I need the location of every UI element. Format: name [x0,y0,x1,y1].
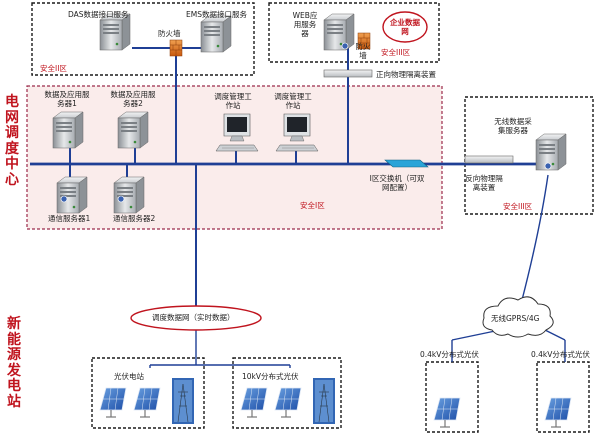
pv-04kv-2-label: 0.4kV分布式光伏 [531,350,590,359]
zone-pv-04kv-2 [536,361,590,433]
forward-isolation-device-icon [323,69,373,78]
forward-isolation-label: 正向物理隔离装置 [376,70,436,79]
comm-server1-label: 通信服务器1 [48,214,91,223]
web-server-label: WEB应用服务器 [292,11,318,38]
zone1-label: 安全I区 [300,201,325,210]
zone3-right-label: 安全III区 [503,202,533,211]
firewall-icon [169,39,183,57]
app-server1-icon [52,111,84,149]
app-server2-label: 数据及应用服务器2 [110,90,156,108]
comm1-network-icon [60,195,68,203]
pv-04kv-1-label: 0.4kV分布式光伏 [420,350,479,359]
workstation1-label: 调度管理工作站 [214,92,252,110]
zone-pv-04kv-1 [425,361,479,433]
comm-server2-label: 通信服务器2 [113,214,156,223]
pv-tower-1-icon [171,377,195,425]
switch-label: I区交换机（可双网配置） [369,174,425,192]
comm-server1-icon [56,176,88,214]
zone3-top-label: 安全III区 [381,48,411,57]
zone-security-1 [26,85,443,230]
pv-tower-2-icon [312,377,336,425]
zone2-top-label: 安全II区 [40,64,67,73]
wireless-cloud-icon [482,296,554,338]
das-label: DAS数据接口服务 [68,10,129,19]
ems-label: EMS数据接口服务 [186,10,247,19]
new-energy-station-label: 新能源发电站 [7,316,21,410]
wireless-network-icon [544,162,552,170]
das-server-icon [99,13,131,51]
comm2-network-icon [117,195,125,203]
network-lines [30,40,566,368]
enterprise-net-label: 企业数据网 [390,18,420,36]
reverse-isolation-device-icon [464,155,514,164]
pv-10kv-label: 10kV分布式光伏 [242,372,299,381]
web-server-icon [323,13,355,51]
wireless-net-label: 无线GPRS/4G [491,314,540,323]
reverse-isolation-label: 反向物理隔离装置 [465,174,503,192]
app-server1-label: 数据及应用服务器1 [44,90,90,108]
firewall-label: 防火墙 [158,29,181,38]
comm-server2-icon [113,176,145,214]
web-network-icon [341,42,349,50]
workstation2-label: 调度管理工作站 [274,92,312,110]
dispatch-net-label: 调度数据网（实时数据） [152,313,235,322]
zone-security-3-right [464,96,594,215]
wireless-server-label: 无线数据采集服务器 [494,117,532,135]
app-server2-icon [117,111,149,149]
pv-station-label: 光伏电站 [114,372,144,381]
enterprise-net-cloud-icon [382,11,428,43]
grid-dispatch-center-label: 电网调度中心 [5,94,19,188]
switch-icon [384,159,429,168]
ems-server-icon [200,15,232,53]
firewall2-label: 防火墙 [355,42,371,60]
dispatch-net-ellipse [130,305,262,331]
wireless-server-icon [535,133,567,171]
